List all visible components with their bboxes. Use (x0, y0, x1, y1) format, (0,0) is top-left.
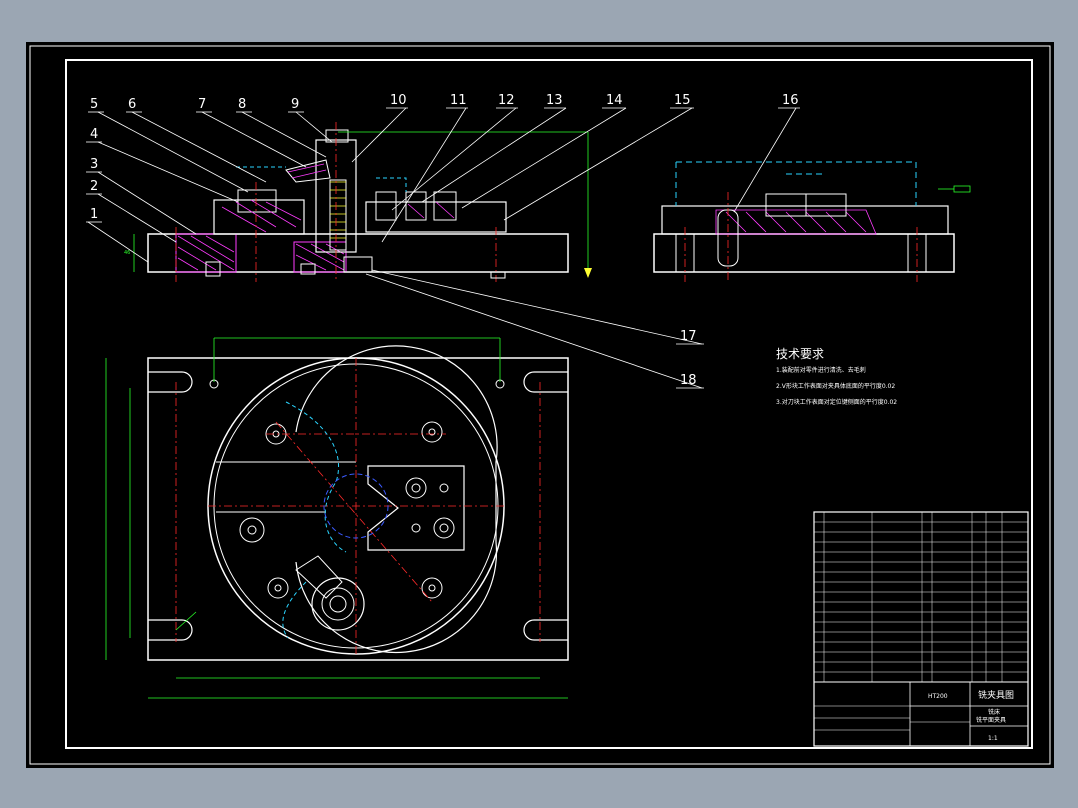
tech-req-title: 技术要求 (776, 347, 824, 361)
callout-10: 10 (390, 93, 407, 108)
tech-req-line-3: 3.对刀块工作表面对定位键侧面的平行度0.02 (776, 398, 897, 406)
callout-15: 15 (674, 93, 691, 108)
callout-2: 2 (90, 179, 98, 194)
callout-17: 17 (680, 329, 697, 344)
title-block: 铣夹具图 HT200 铣床 铣平面夹具 1:1 (814, 681, 1028, 746)
part-name-line-2: 铣平面夹具 (976, 716, 1006, 724)
callout-5: 5 (90, 97, 98, 112)
material: HT200 (928, 693, 948, 700)
drawing-number: 铣夹具图 (978, 689, 1014, 701)
svg-text:46: 46 (124, 250, 130, 256)
callout-leaders (86, 107, 800, 389)
scale: 1:1 (988, 735, 998, 742)
tech-req-line-1: 1.装配前对零件进行清洗、去毛刺 (776, 366, 866, 374)
callout-7: 7 (198, 97, 206, 112)
cad-drawing-canvas[interactable]: 46 1 2 3 4 5 6 (26, 42, 1054, 768)
callout-9: 9 (291, 97, 299, 112)
callout-6: 6 (128, 97, 136, 112)
callout-11: 11 (450, 93, 467, 108)
callout-14: 14 (606, 93, 623, 108)
callout-13: 13 (546, 93, 563, 108)
callout-1: 1 (90, 207, 98, 222)
tech-req-line-2: 2.V形块工作表面对夹具体底面的平行度0.02 (776, 382, 895, 390)
callout-labels: 1 2 3 4 5 6 7 8 9 10 11 12 13 14 15 16 1… (90, 93, 799, 388)
inner-frame (65, 59, 1033, 749)
callout-16: 16 (782, 93, 799, 108)
callout-12: 12 (498, 93, 515, 108)
part-name-line-1: 铣床 (988, 708, 1000, 716)
technical-requirements: 技术要求 1.装配前对零件进行清洗、去毛刺 2.V形块工作表面对夹具体底面的平行… (776, 347, 897, 406)
side-view (653, 161, 971, 282)
callout-18: 18 (680, 373, 697, 388)
outer-frame (29, 45, 1051, 765)
front-section-view: 46 (124, 122, 592, 282)
callout-3: 3 (90, 157, 98, 172)
plan-view (105, 337, 569, 699)
callout-8: 8 (238, 97, 246, 112)
callout-4: 4 (90, 127, 98, 142)
cad-drawing: 46 1 2 3 4 5 6 (29, 45, 1051, 765)
